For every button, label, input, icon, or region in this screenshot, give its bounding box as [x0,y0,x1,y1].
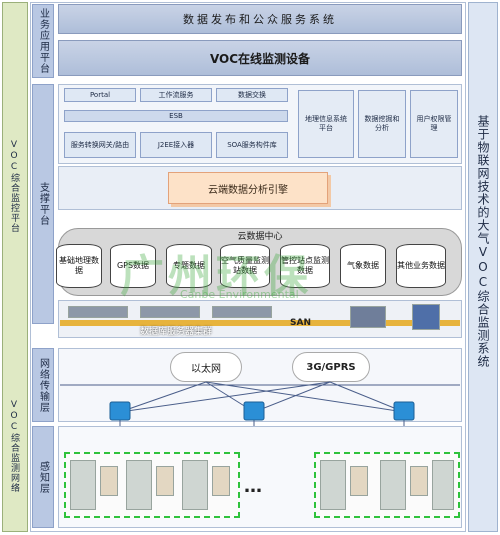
layer-business: 业务应用平台 [32,4,54,78]
left-bottom-group-label: VOC综合监测网络 [9,400,19,493]
gprs-cloud: 3G/GPRS [292,352,370,382]
db-thematic: 专题数据 [166,244,212,288]
db-gps: GPS数据 [110,244,156,288]
db-other-business: 其他业务数据 [396,244,446,288]
esb-bus: ESB [64,110,288,122]
sensor-cabinet-icon [182,460,208,510]
left-sidebar [2,2,28,532]
j2ee-box: J2EE接入器 [140,132,212,158]
server-rack-icon [212,306,272,318]
soa-box: SOA服务构件库 [216,132,288,158]
layer-sensing: 感知层 [32,426,54,528]
service-gateway-box: 服务转换网关/路由 [64,132,136,158]
sensor-device-icon [156,466,174,496]
sensor-device-icon [100,466,118,496]
db-control-station: 管控站点监测数据 [280,244,330,288]
data-exchange-box: 数据交换 [216,88,288,102]
storage-array-icon [350,306,386,328]
right-sidebar [468,2,498,532]
sensor-device-icon [350,466,368,496]
network-switch-icon [393,401,415,421]
user-permission-box: 用户权限管理 [410,90,458,158]
sensor-cabinet-icon [432,460,454,510]
ellipsis: … [244,476,262,497]
san-label: SAN [290,318,311,328]
left-top-group-label: VOC综合监控平台 [9,140,19,233]
sensor-device-icon [410,466,428,496]
data-mining-box: 数据挖掘和分析 [358,90,406,158]
sensor-cabinet-icon [380,460,406,510]
cloud-data-center-title: 云数据中心 [237,232,283,242]
network-switch-icon [243,401,265,421]
disk-array-icon [412,304,440,330]
sensor-cabinet-icon [70,460,96,510]
gis-platform-box: 地理信息系统平台 [298,90,354,158]
sensor-device-icon [212,466,230,496]
layer-support: 支撑平台 [32,84,54,324]
voc-equipment-band: VOC在线监测设备 [58,40,462,76]
sensor-cabinet-icon [320,460,346,510]
server-rack-icon [140,306,200,318]
business-band: 数据发布和公众服务系统 [58,4,462,34]
db-basic-geo: 基础地理数据 [56,244,102,288]
db-air-quality: 空气质量监测站数据 [220,244,270,288]
analysis-engine-box: 云端数据分析引擎 [168,172,328,204]
server-cluster-label: 数据库服务器集群 [140,327,213,337]
network-switch-icon [109,401,131,421]
workflow-box: 工作流服务 [140,88,212,102]
db-weather: 气象数据 [340,244,386,288]
portal-box: Portal [64,88,136,102]
right-sidebar-title: 基于物联网技术的大气VOC综合监测系统 [476,115,490,368]
server-rack-icon [68,306,128,318]
sensor-cabinet-icon [126,460,152,510]
storage-bus [60,320,460,326]
layer-network: 网络传输层 [32,348,54,422]
ethernet-cloud: 以太网 [170,352,242,382]
